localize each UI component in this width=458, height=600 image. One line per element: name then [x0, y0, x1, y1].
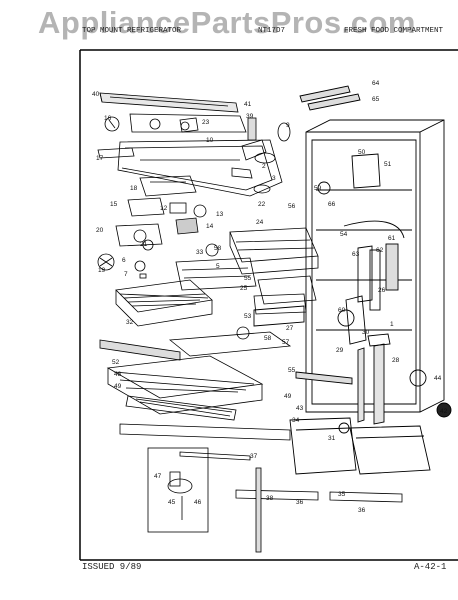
callout-label: 29: [336, 347, 344, 354]
callout-label: 54: [340, 231, 348, 238]
callout-label: 61: [388, 235, 396, 242]
callout-label: 44: [434, 375, 442, 382]
callout-label: 55: [288, 367, 296, 374]
shelf-group: [99, 227, 403, 553]
callout-label: 21: [140, 241, 148, 248]
callout-label: 62: [376, 247, 384, 254]
header-title-left: TOP MOUNT REFRIGERATOR: [82, 27, 182, 35]
callout-label: 7: [124, 271, 128, 278]
callout-label: 35: [338, 491, 346, 498]
callout-label: 53: [244, 313, 252, 320]
callout-label: 41: [244, 101, 252, 108]
callout-label: 16: [104, 115, 112, 122]
callout-label: 19: [98, 267, 106, 274]
cabinet-liner: [253, 85, 452, 475]
callout-label: 51: [384, 161, 392, 168]
callout-label: 46: [194, 499, 202, 506]
callout-label: 43: [296, 405, 304, 412]
header-title-right: FRESH FOOD COMPARTMENT: [344, 27, 444, 35]
callout-label: 23: [202, 119, 210, 126]
callout-label: 27: [286, 325, 294, 332]
callout-label: 58: [214, 245, 222, 252]
callout-label: 40: [92, 91, 100, 98]
callout-label: 63: [352, 251, 360, 258]
callout-label: 1: [390, 321, 394, 328]
callout-label: 52: [112, 359, 120, 366]
callout-label: 6: [122, 257, 126, 264]
callout-label: 22: [258, 201, 266, 208]
callout-label: 30: [362, 329, 370, 336]
callout-label: 65: [372, 96, 380, 103]
callout-label: 9: [286, 122, 290, 129]
callout-label: 15: [110, 201, 118, 208]
header-model: NT17D7: [258, 27, 286, 35]
callout-label: 17: [96, 155, 104, 162]
callout-label: 26: [378, 287, 386, 294]
callout-label: 36: [296, 499, 304, 506]
callout-label: 18: [130, 185, 138, 192]
callout-label: 58: [264, 335, 272, 342]
callout-label: 59: [314, 185, 322, 192]
callout-label: 31: [328, 435, 336, 442]
diagram-header: TOP MOUNT REFRIGERATOR NT17D7 FRESH FOOD…: [72, 23, 458, 39]
callout-label: 25: [240, 285, 248, 292]
callout-label: 39: [246, 113, 254, 120]
callout-label: 2: [262, 163, 266, 170]
callout-label: 33: [196, 249, 204, 256]
callout-label: 48: [114, 371, 122, 378]
callout-label: 50: [358, 149, 366, 156]
callout-label: 20: [96, 227, 104, 234]
callout-label: 42: [440, 408, 448, 415]
callout-label: 12: [160, 205, 168, 212]
footer-page-code: A-42-1: [414, 562, 447, 572]
callout-label: 10: [206, 137, 214, 144]
callout-label: 3: [272, 175, 276, 182]
callout-label: 55: [244, 275, 252, 282]
callout-label: 49: [114, 383, 122, 390]
callout-label: 64: [372, 80, 380, 87]
callout-label: 45: [168, 499, 176, 506]
callout-label: 37: [250, 453, 258, 460]
callout-label: 28: [392, 357, 400, 364]
callout-label: 47: [154, 473, 162, 480]
footer-issued: ISSUED 9/89: [82, 562, 142, 572]
callout-label: 57: [282, 339, 290, 346]
callout-label: 49: [284, 393, 292, 400]
callout-label: 38: [266, 495, 274, 502]
callout-label: 5: [216, 263, 220, 270]
callout-label: 13: [216, 211, 224, 218]
callout-label: 34: [292, 417, 300, 424]
callout-label: 60: [338, 307, 346, 314]
callout-label: 32: [126, 319, 134, 326]
callout-labels: 40 41 39 9 16 17 23 10 2 3 18 22 15 12 1…: [92, 80, 448, 514]
callout-label: 56: [288, 203, 296, 210]
callout-label: 66: [328, 201, 336, 208]
callout-label: 24: [256, 219, 264, 226]
callout-label: 36: [358, 507, 366, 514]
callout-label: 14: [206, 223, 214, 230]
watermark-text: AppliancePartsPros.com: [38, 5, 416, 40]
control-housing-group: [97, 92, 291, 279]
